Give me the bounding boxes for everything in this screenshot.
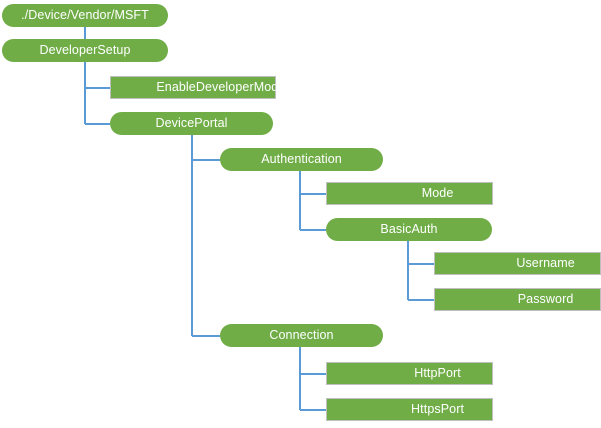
node-root[interactable]: ./Device/Vendor/MSFT	[2, 4, 168, 27]
node-developersetup[interactable]: DeveloperSetup	[2, 39, 168, 62]
node-httpsport[interactable]: HttpsPort	[326, 398, 493, 421]
node-label-deviceportal: DevicePortal	[155, 116, 228, 131]
node-label-connection: Connection	[269, 328, 334, 343]
node-label-developersetup: DeveloperSetup	[39, 43, 131, 58]
node-label-root: ./Device/Vendor/MSFT	[21, 8, 149, 23]
node-password[interactable]: Password	[434, 288, 601, 311]
node-label-username: Username	[516, 256, 575, 271]
node-label-mode: Mode	[421, 186, 454, 201]
node-label-basicauth: BasicAuth	[380, 222, 438, 237]
node-label-password: Password	[517, 292, 574, 307]
node-basicauth[interactable]: BasicAuth	[326, 218, 492, 241]
node-mode[interactable]: Mode	[326, 182, 493, 205]
node-connection[interactable]: Connection	[220, 324, 383, 347]
node-label-authentication: Authentication	[261, 152, 342, 167]
node-label-httpsport: HttpsPort	[411, 402, 465, 417]
node-label-httpport: HttpPort	[414, 366, 461, 381]
node-authentication[interactable]: Authentication	[220, 148, 383, 171]
node-username[interactable]: Username	[434, 252, 601, 275]
node-label-enabledevelopermode: EnableDeveloperMode	[156, 80, 286, 95]
node-deviceportal[interactable]: DevicePortal	[110, 112, 273, 135]
node-httpport[interactable]: HttpPort	[326, 362, 493, 385]
node-enabledevelopermode[interactable]: EnableDeveloperMode	[110, 76, 285, 99]
